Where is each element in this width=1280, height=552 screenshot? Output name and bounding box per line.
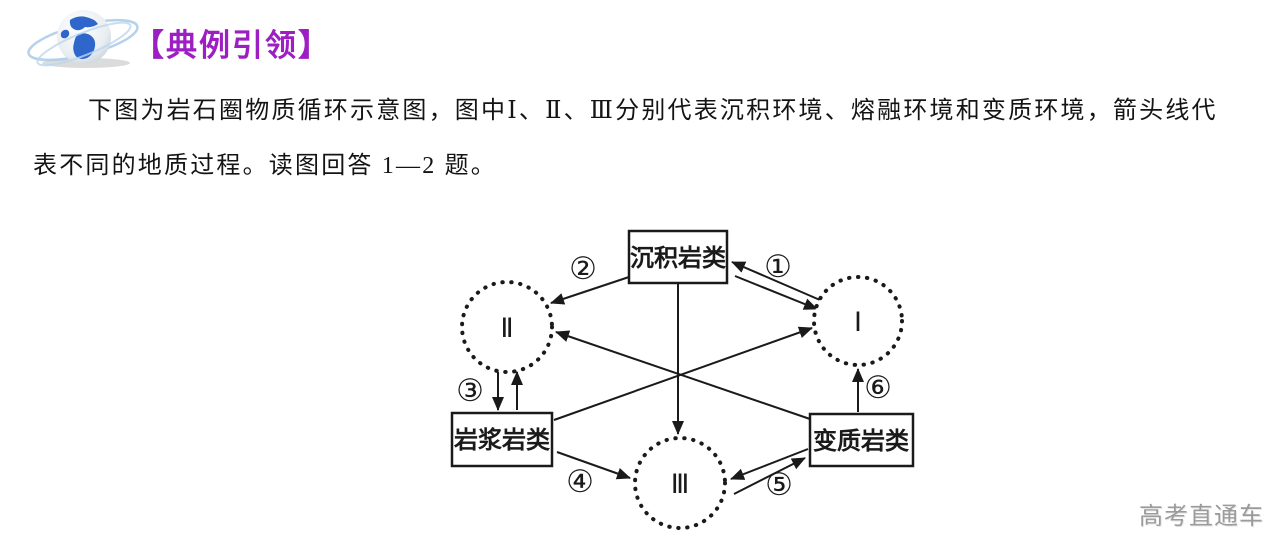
env-circle-1 xyxy=(812,275,904,367)
arrow-label-5: ⑤ xyxy=(765,467,793,503)
arrow-5-metamorphic-to-circle3 xyxy=(730,448,809,480)
globe-continent-north xyxy=(69,16,98,31)
arrow-4-magmatic-to-circle3 xyxy=(556,451,631,480)
metamorphic-rocks-label: 变质岩类 xyxy=(813,427,910,455)
section-title: 【典例引领】 xyxy=(133,28,331,63)
env-circle-1-label: Ⅰ xyxy=(854,307,862,338)
sedimentary-rocks-label: 沉积岩类 xyxy=(630,245,727,272)
watermark: 高考直通车 xyxy=(1139,503,1264,530)
diagram-arrows xyxy=(492,261,864,495)
arrow-1-sedimentary-to-circle1 xyxy=(734,275,818,310)
env-circle-3 xyxy=(633,436,727,530)
question-text-line-1: 下图为岩石圈物质循环示意图，图中Ⅰ、Ⅱ、Ⅲ分别代表沉积环境、熔融环境和变质环境，… xyxy=(88,98,1218,124)
arrow-2-sedimentary-to-circle2 xyxy=(550,276,630,305)
env-circle-2 xyxy=(460,280,554,374)
arrow-1-circle1-to-sedimentary xyxy=(731,261,821,301)
arrow-label-3: ③ xyxy=(456,373,484,409)
env-circle-3-label: Ⅲ xyxy=(671,469,690,500)
arrow-5-circle3-to-metamorphic xyxy=(733,457,806,495)
globe-continent-west xyxy=(60,29,70,39)
magmatic-rocks-label: 岩浆岩类 xyxy=(453,426,551,454)
arrow-magmatic-to-circle1 xyxy=(553,326,813,421)
arrow-label-1: ① xyxy=(764,249,792,285)
arrow-label-4: ④ xyxy=(566,464,594,500)
sedimentary-rocks-box xyxy=(627,229,729,285)
arrow-metamorphic-to-circle2 xyxy=(555,330,811,420)
globe-swirl-ring-2 xyxy=(36,21,132,67)
arrow-label-2: ② xyxy=(569,251,597,287)
question-text-line-2: 表不同的地质过程。读图回答 1—2 题。 xyxy=(33,153,497,179)
env-circle-2-label: Ⅱ xyxy=(500,313,513,344)
metamorphic-rocks-box xyxy=(808,412,915,468)
magmatic-rocks-box xyxy=(450,411,554,468)
arrow-label-6: ⑥ xyxy=(864,370,892,406)
globe-icon xyxy=(27,10,139,68)
